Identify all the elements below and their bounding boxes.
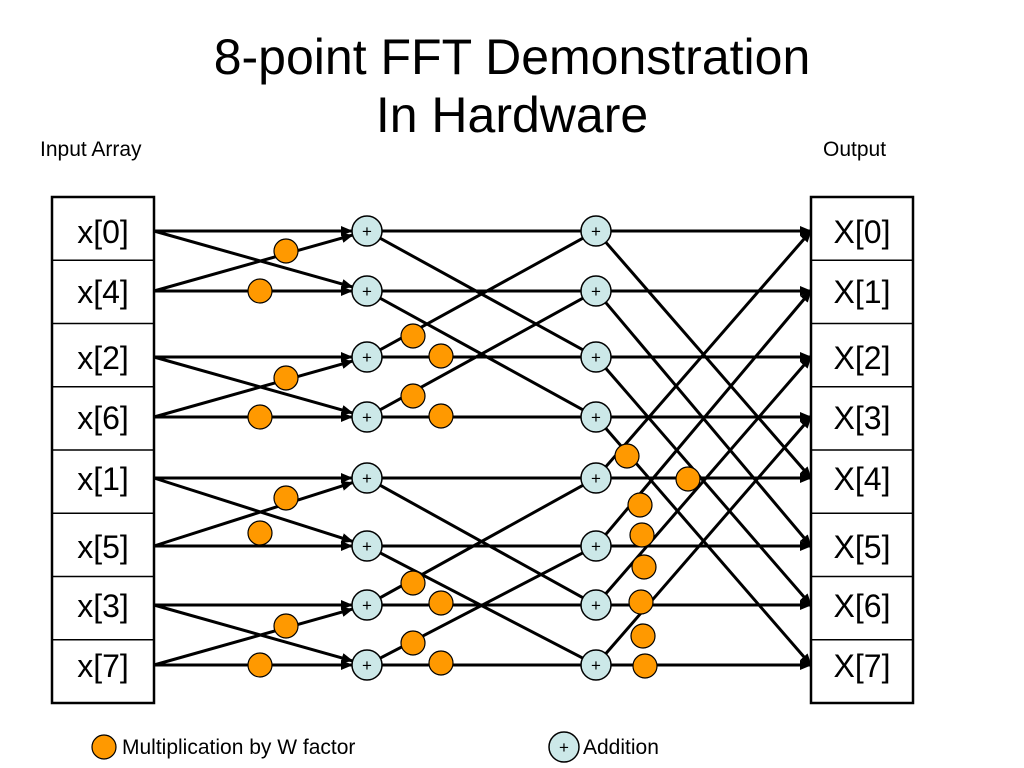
stage1-adder-icon-plus: + [362, 282, 372, 301]
output-cell-3: X[3] [834, 400, 891, 436]
stage1-adder-icon [351, 589, 383, 621]
multiplier-icon [428, 403, 454, 429]
input-cell-2: x[2] [77, 340, 129, 376]
stage1-wire [153, 603, 354, 663]
stage2-adder-icon [580, 462, 612, 494]
stage3-wire [604, 427, 813, 666]
stage2-adder-icon-plus: + [591, 537, 601, 556]
multiplier-icon [400, 630, 426, 656]
stage2-adder-icon-plus: + [591, 282, 601, 301]
stage1-wire [153, 607, 354, 667]
stage2-adder-icon [580, 530, 612, 562]
output-cell-5: X[5] [834, 529, 891, 565]
stage2-adder-icon-plus: + [591, 596, 601, 615]
stage2-adder-icon-plus: + [591, 222, 601, 241]
multiplier-icon [675, 466, 701, 492]
stage2-adder-icon [580, 401, 612, 433]
stage3-wire [604, 367, 813, 606]
stage1-adder-icon-plus: + [362, 222, 372, 241]
input-cell-4: x[1] [77, 461, 129, 497]
stage1-wire [153, 476, 354, 543]
multiplier-icon [632, 653, 658, 679]
stage3-wire [604, 241, 813, 479]
multiplier-icon [247, 652, 273, 678]
stage1-adder-icon [351, 341, 383, 373]
multiplier-icon [627, 492, 653, 518]
stage1-adder-icon [351, 649, 383, 681]
input-cell-7: x[7] [77, 648, 129, 684]
stage1-adder-icon-plus: + [362, 537, 372, 556]
legend-adder-plus: + [559, 738, 569, 757]
stage1-wire [153, 481, 354, 548]
input-cell-5: x[5] [77, 529, 129, 565]
output-cell-4: X[4] [834, 461, 891, 497]
stage1-adder-icon [351, 462, 383, 494]
stage3-wire [604, 356, 813, 595]
multiplier-icon [400, 323, 426, 349]
input-cell-3: x[6] [77, 400, 129, 436]
legend-adder-icon [548, 731, 580, 763]
output-cell-7: X[7] [834, 648, 891, 684]
multiplier-icon [91, 734, 117, 760]
stage2-adder-icon-plus: + [591, 469, 601, 488]
output-cell-2: X[2] [834, 340, 891, 376]
multiplier-icon [247, 404, 273, 430]
stage3-wire [604, 230, 813, 468]
stage1-wire [153, 233, 354, 293]
stage2-adder-icon-plus: + [591, 408, 601, 427]
stage1-adder-icon-plus: + [362, 408, 372, 427]
stage2-adder-icon-plus: + [591, 656, 601, 675]
legend-multiplication-label: Multiplication by W factor [122, 736, 355, 759]
output-label: Output [823, 138, 887, 161]
stage1-adder-icon [351, 530, 383, 562]
stage1-wire [153, 355, 354, 415]
multiplier-icon [428, 343, 454, 369]
legend-addition-label: Addition [583, 736, 659, 759]
stage2-adder-icon [580, 215, 612, 247]
multiplier-icon [247, 278, 273, 304]
multiplier-icon [400, 570, 426, 596]
output-cell-6: X[6] [834, 588, 891, 624]
multiplier-icon [273, 485, 299, 511]
stage1-adder-icon-plus: + [362, 469, 372, 488]
multiplier-icon [428, 650, 454, 676]
input-cell-6: x[3] [77, 588, 129, 624]
input-cell-0: x[0] [77, 214, 129, 250]
stage1-wire [153, 359, 354, 419]
multiplier-icon [629, 522, 655, 548]
stage3-wire [604, 301, 813, 547]
output-cell-0: X[0] [834, 214, 891, 250]
stage1-adder-icon-plus: + [362, 348, 372, 367]
input-array-label: Input Array [40, 138, 142, 161]
multiplier-icon [273, 238, 299, 264]
multiplier-icon [428, 590, 454, 616]
multiplier-icon [273, 365, 299, 391]
multiplier-icon [400, 383, 426, 409]
page-title: 8-point FFT Demonstration In Hardware [0, 28, 1024, 144]
multiplier-icon [614, 443, 640, 469]
stage1-adder-icon [351, 215, 383, 247]
stage1-adder-icon [351, 401, 383, 433]
input-cell-1: x[4] [77, 274, 129, 310]
output-cell-1: X[1] [834, 274, 891, 310]
stage2-adder-icon-plus: + [591, 348, 601, 367]
stage1-adder-icon-plus: + [362, 656, 372, 675]
stage2-adder-icon [580, 275, 612, 307]
multiplier-icon [631, 554, 657, 580]
title-line-2: In Hardware [375, 87, 649, 143]
stage1-adder-icon [351, 275, 383, 307]
stage1-wire [153, 229, 354, 289]
stage2-adder-icon [580, 589, 612, 621]
stage2-adder-icon [580, 649, 612, 681]
stage1-adder-icon-plus: + [362, 596, 372, 615]
multiplier-icon [273, 613, 299, 639]
multiplier-icon [630, 623, 656, 649]
multiplier-icon [247, 520, 273, 546]
title-line-1: 8-point FFT Demonstration [213, 29, 811, 85]
multiplier-icon [628, 589, 654, 615]
stage2-adder-icon [580, 341, 612, 373]
